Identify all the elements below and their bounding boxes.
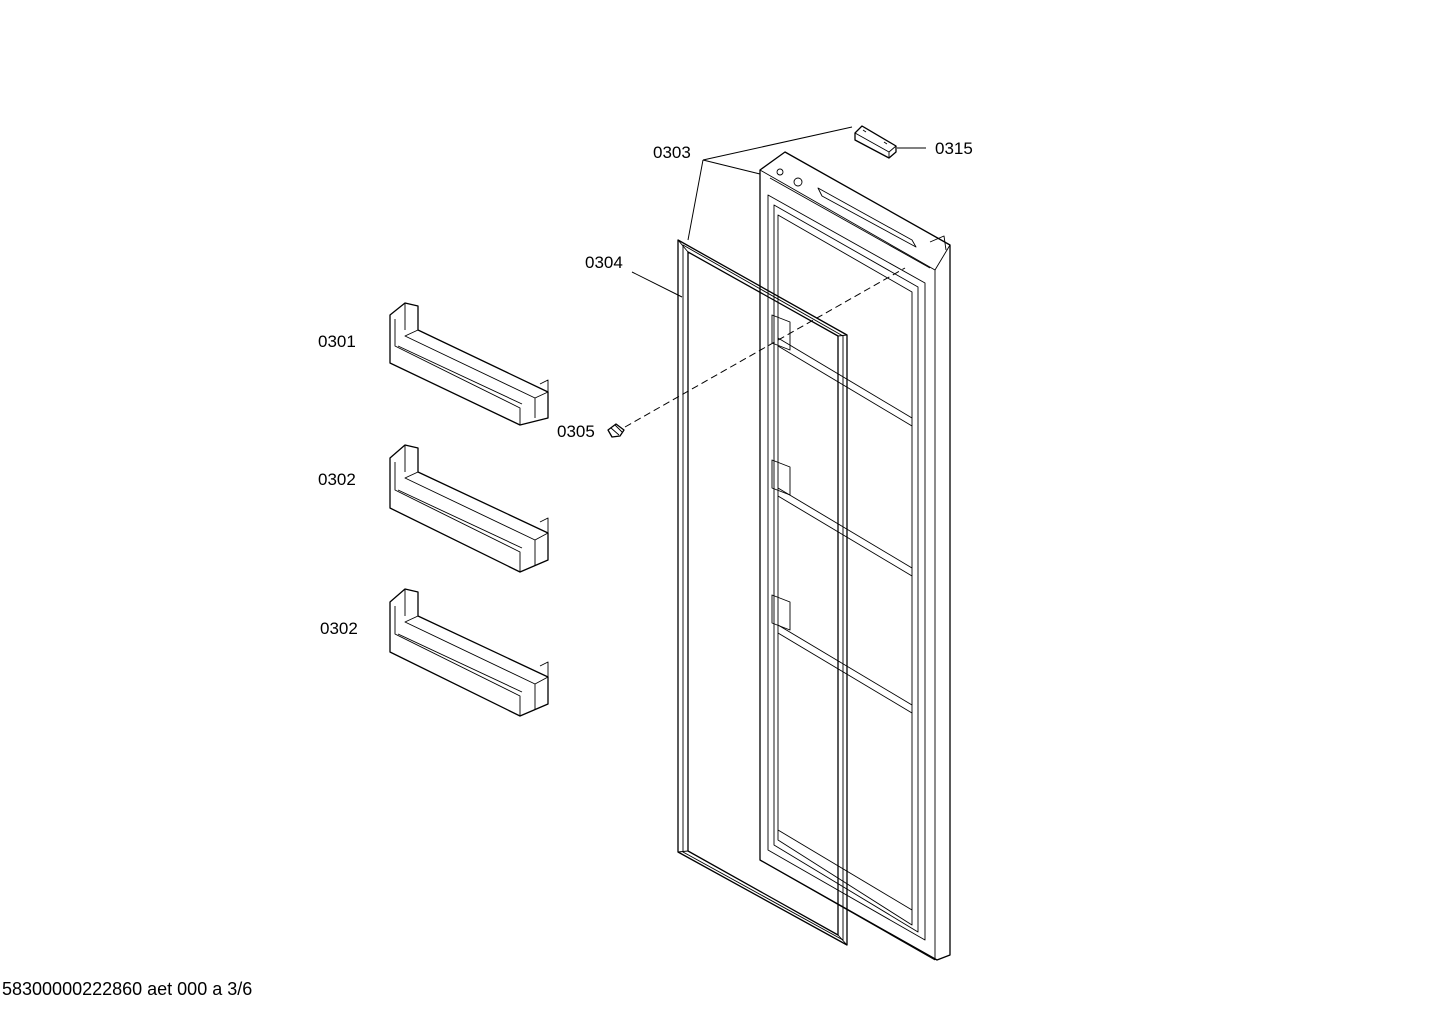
document-code: 58300000222860 aet 000 a 3/6: [2, 979, 253, 999]
screw-0305: [607, 423, 625, 438]
label-0315: 0315: [935, 139, 973, 158]
door-bin-0302-middle: [389, 444, 549, 573]
door-bin-0302-lower: [389, 588, 549, 717]
label-0302-middle: 0302: [318, 470, 356, 489]
door-bin-0301: [389, 302, 549, 426]
door-seal-0304: [677, 239, 848, 946]
assembly-dashed-line: [624, 267, 906, 428]
label-0304: 0304: [585, 253, 623, 272]
leader-lines: [631, 126, 926, 298]
label-0301: 0301: [318, 332, 356, 351]
hinge-cover-0315: [854, 125, 897, 159]
label-0305: 0305: [557, 422, 595, 441]
label-0302-lower: 0302: [320, 619, 358, 638]
door-liner-0303: [759, 151, 951, 961]
label-0303: 0303: [653, 143, 691, 162]
